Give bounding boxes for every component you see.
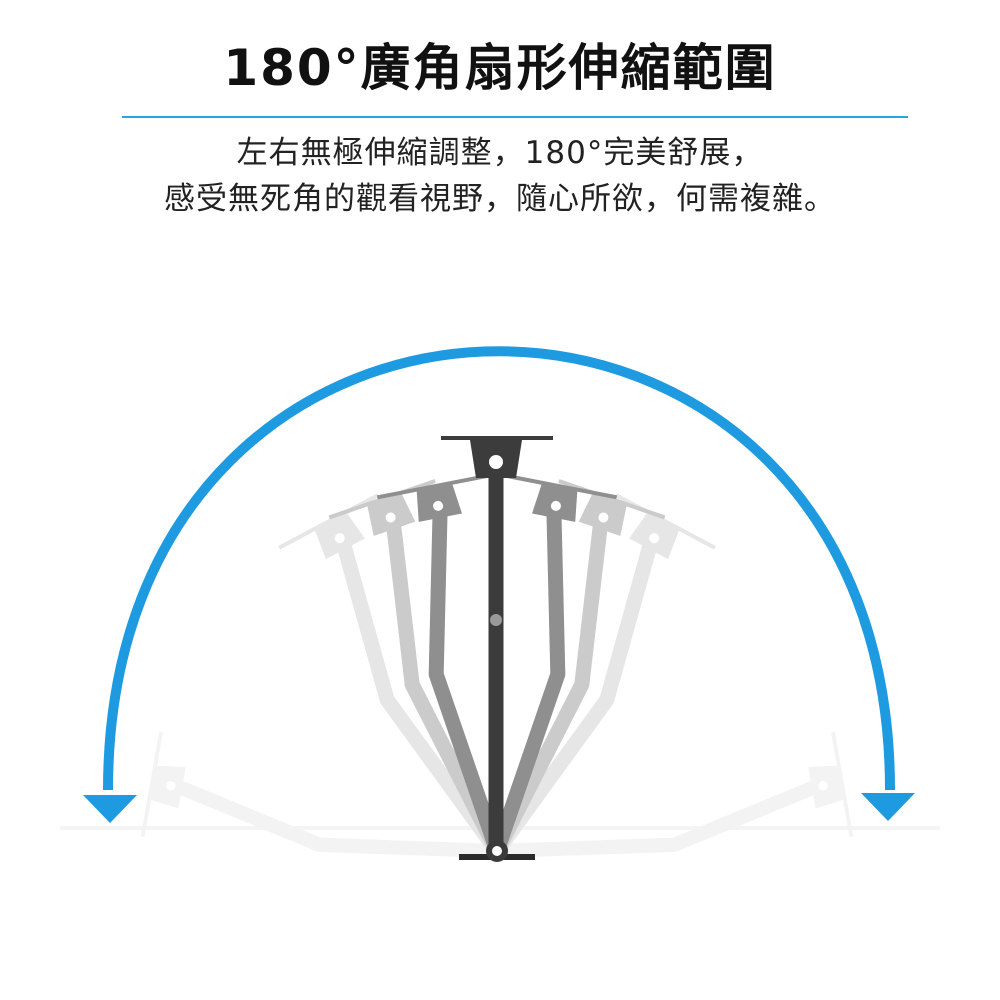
subtitle-line-1: 左右無極伸縮調整，180°完美舒展，: [236, 135, 764, 171]
wall-base-plate: [459, 840, 535, 862]
arc-arrow-icon: [83, 346, 915, 823]
title-divider: [122, 116, 908, 118]
subtitle-line-2: 感受無死角的觀看視野，隨心所欲，何需複雜。: [164, 181, 836, 217]
page-title: 180°廣角扇形伸縮範圍: [223, 39, 777, 97]
